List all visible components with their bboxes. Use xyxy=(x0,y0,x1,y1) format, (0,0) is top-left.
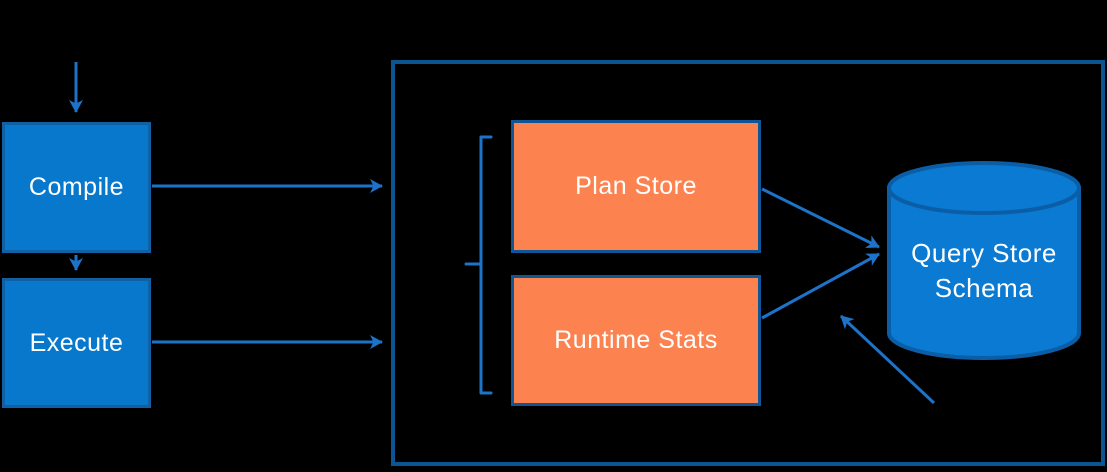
node-execute-label: Execute xyxy=(29,328,124,357)
node-runtime-stats: Runtime Stats xyxy=(511,275,761,406)
node-compile-label: Compile xyxy=(28,173,125,201)
node-plan-store-label: Plan Store xyxy=(575,172,697,200)
node-plan-store: Plan Store xyxy=(511,120,761,253)
query-store-container-box xyxy=(391,60,1105,466)
node-execute: Execute xyxy=(2,278,151,408)
node-runtime-stats-label: Runtime Stats xyxy=(554,326,718,354)
query-store-schema-line2: Schema xyxy=(934,273,1034,303)
node-query-store-schema-label: Query Store Schema xyxy=(889,236,1079,306)
node-compile: Compile xyxy=(2,122,151,253)
query-store-schema-line1: Query Store xyxy=(911,238,1057,268)
